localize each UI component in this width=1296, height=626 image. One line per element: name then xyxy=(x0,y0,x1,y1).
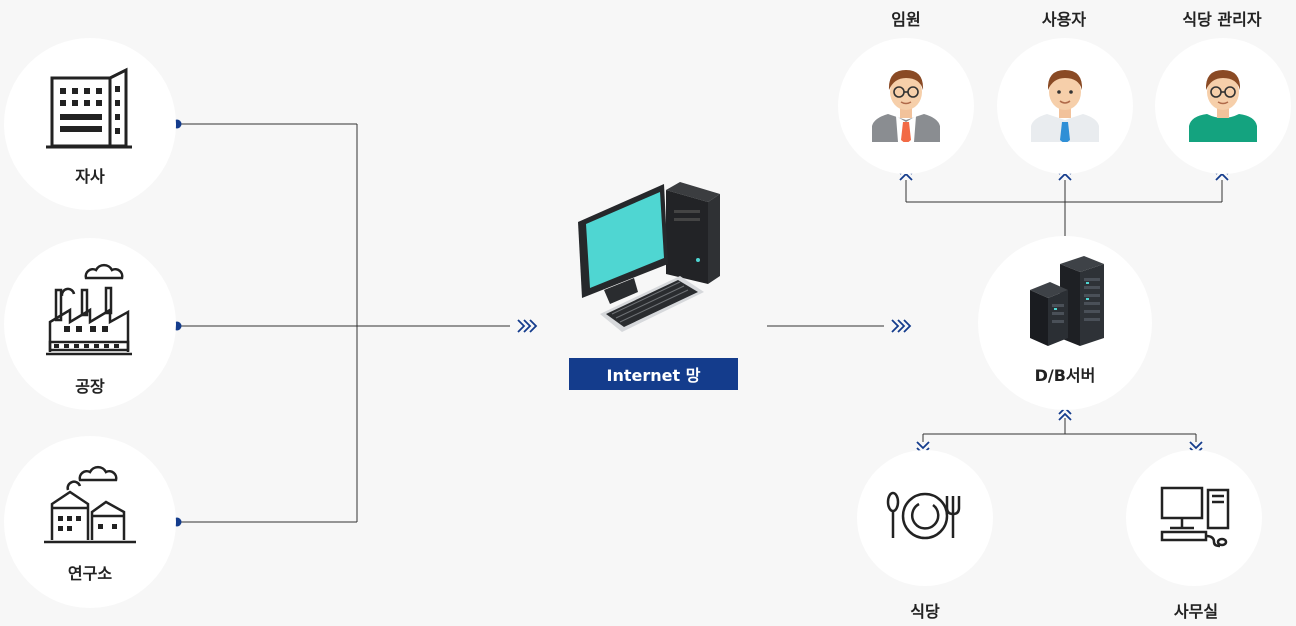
db-server-label: D/B서버 xyxy=(1034,366,1096,385)
desktop-computer-icon xyxy=(578,182,720,332)
cafeteria-manager-node xyxy=(1155,38,1291,174)
branch-node: 자사 xyxy=(4,38,176,210)
chevron-right-icon xyxy=(891,319,912,333)
executive-avatar-icon xyxy=(872,70,940,142)
lab-node: 연구소 xyxy=(4,436,176,608)
research-lab-icon xyxy=(44,465,136,544)
server-rack-icon xyxy=(1030,256,1104,346)
factory-icon xyxy=(46,263,132,356)
dining-plate-icon xyxy=(886,491,961,540)
lab-label: 연구소 xyxy=(67,564,113,583)
user-label: 사용자 xyxy=(1041,10,1087,29)
office-computer-icon xyxy=(1160,486,1230,548)
cafeteria-label: 식당 xyxy=(910,602,940,621)
executive-label: 임원 xyxy=(891,10,921,29)
branch-label: 자사 xyxy=(75,167,105,186)
internet-network-badge: Internet 망 xyxy=(569,358,738,390)
user-node xyxy=(997,38,1133,174)
cafeteria-node xyxy=(857,450,993,586)
user-avatar-icon xyxy=(1031,70,1099,142)
manager-avatar-icon xyxy=(1189,70,1257,142)
executive-node xyxy=(838,38,974,174)
db-server-node: D/B서버 xyxy=(978,236,1152,410)
factory-label: 공장 xyxy=(75,377,105,396)
building-icon xyxy=(46,67,132,149)
chevron-right-icon xyxy=(517,319,538,333)
cafeteria-manager-label: 식당 관리자 xyxy=(1182,10,1262,29)
factory-node: 공장 xyxy=(4,238,176,410)
office-node xyxy=(1126,450,1262,586)
office-label: 사무실 xyxy=(1173,602,1219,621)
